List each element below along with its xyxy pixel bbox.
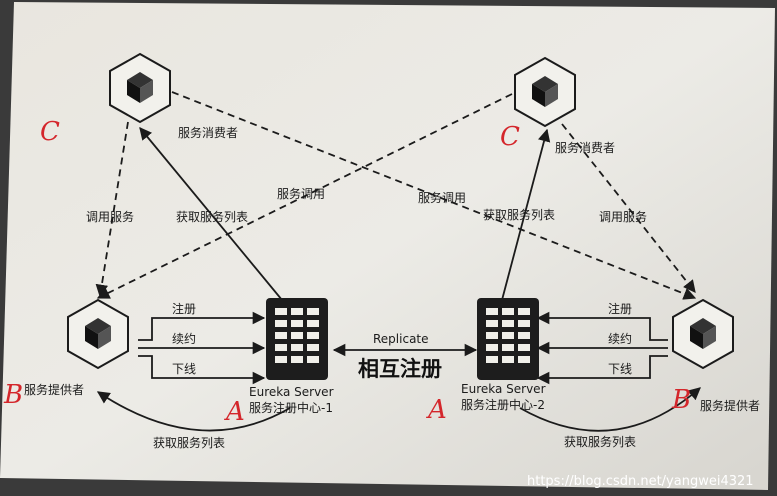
mark-consumer-right: C <box>500 122 520 152</box>
edge-service-call-right <box>96 93 513 299</box>
provider-right-cube-icon <box>672 298 734 370</box>
edge-offline-right <box>536 355 668 385</box>
consumer-right-cube-icon <box>514 56 576 128</box>
server-left-title: Eureka Server <box>249 385 334 399</box>
label-service-call-right: 服务调用 <box>418 190 466 205</box>
edge-fetch-list-left <box>139 127 283 301</box>
edge-register-left <box>138 311 266 341</box>
watermark-url: https://blog.csdn.net/yangwei4321 <box>527 474 754 489</box>
edge-register-right <box>536 311 668 341</box>
label-offline-right: 下线 <box>608 362 632 376</box>
label-replicate: Replicate <box>373 332 429 346</box>
server-left-subtitle: 服务注册中心-1 <box>249 400 333 415</box>
provider-left-cube-icon <box>67 298 129 370</box>
label-renew-left: 续约 <box>172 331 196 346</box>
label-renew-right: 续约 <box>608 331 632 346</box>
consumer-left-cube-icon <box>109 52 171 124</box>
solid-edges <box>96 127 701 432</box>
edge-fetch-list-bottom-right <box>519 387 701 432</box>
server-right-icon <box>477 298 539 380</box>
provider-left-label: 服务提供者 <box>24 382 84 397</box>
mark-server-left: A <box>224 397 245 427</box>
edge-fetch-list-bottom-left <box>96 391 291 432</box>
mark-provider-left: B <box>3 380 23 410</box>
edge-offline-left <box>138 355 266 385</box>
mark-server-right: A <box>426 395 447 425</box>
label-fetch-list-right: 获取服务列表 <box>483 207 555 222</box>
dashed-edges <box>95 91 697 300</box>
label-call-service-right: 调用服务 <box>599 209 647 224</box>
label-register-right: 注册 <box>608 301 632 316</box>
edge-service-call-left <box>171 91 697 300</box>
server-right-subtitle: 服务注册中心-2 <box>461 397 545 412</box>
consumer-right-label: 服务消费者 <box>555 140 615 155</box>
handwritten-note: 相互注册 <box>358 356 442 381</box>
label-offline-left: 下线 <box>172 362 196 376</box>
edge-call-service-left <box>95 121 129 298</box>
provider-right-label: 服务提供者 <box>700 398 760 413</box>
label-register-left: 注册 <box>172 301 196 316</box>
server-right-title: Eureka Server <box>461 382 546 396</box>
consumer-left-label: 服务消费者 <box>178 125 238 140</box>
mark-consumer-left: C <box>40 117 60 147</box>
edge-fetch-list-right <box>501 128 551 301</box>
label-fetch-list-left: 获取服务列表 <box>176 209 248 224</box>
server-left-icon <box>266 298 328 380</box>
label-call-service-left: 调用服务 <box>86 209 134 224</box>
mark-provider-right: B <box>671 385 691 415</box>
label-service-call-left: 服务调用 <box>277 186 325 201</box>
label-fetch-list-bottom-left: 获取服务列表 <box>153 435 225 450</box>
label-fetch-list-bottom-right: 获取服务列表 <box>564 434 636 449</box>
